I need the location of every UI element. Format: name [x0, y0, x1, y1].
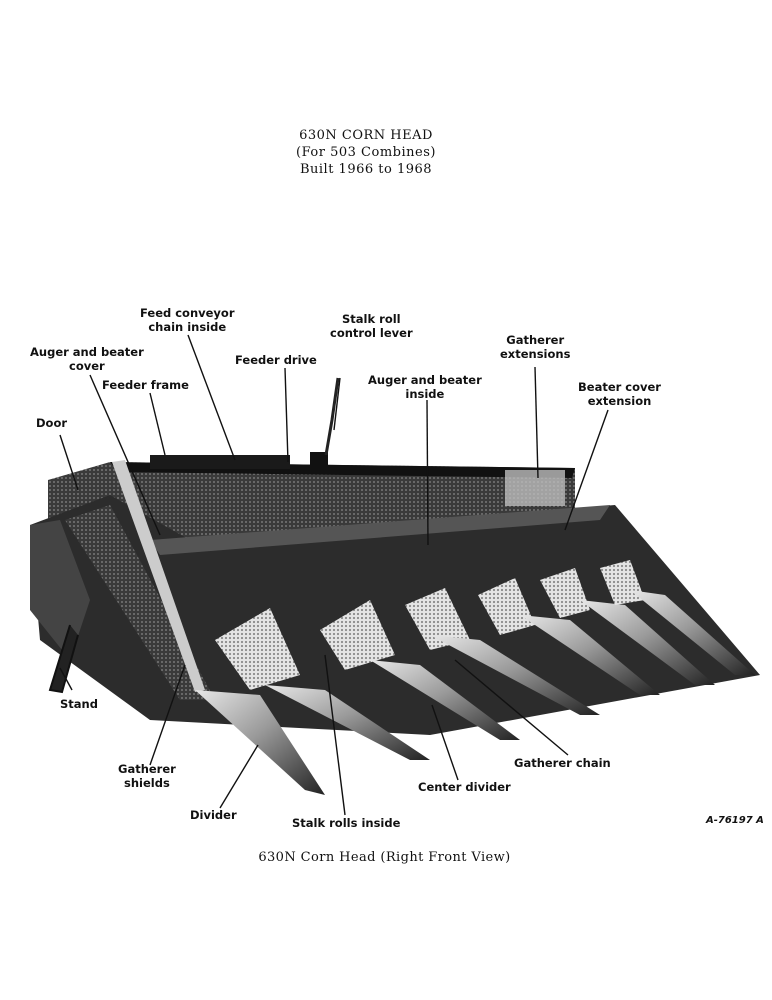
label-text: Beater cover extension — [578, 380, 661, 408]
label-text: Stand — [60, 697, 98, 711]
label-feed-conveyor: Feed conveyor chain inside — [140, 306, 235, 334]
figure-reference: A-76197 A — [706, 815, 764, 826]
label-text: Divider — [190, 808, 237, 822]
label-beater-cover-extension: Beater cover extension — [578, 380, 661, 408]
label-stand: Stand — [60, 697, 98, 711]
label-text: Gatherer chain — [514, 756, 611, 770]
left-frame-bar — [112, 460, 205, 692]
title-line-1: 630N CORN HEAD — [299, 128, 433, 143]
label-text: Feed conveyor chain inside — [140, 306, 235, 334]
caption-text: 630N Corn Head (Right Front View) — [258, 850, 511, 865]
label-stalk-rolls-inside: Stalk rolls inside — [292, 816, 400, 830]
label-gatherer-extensions: Gatherer extensions — [500, 333, 570, 361]
label-gatherer-chain: Gatherer chain — [514, 756, 611, 770]
label-divider: Divider — [190, 808, 237, 822]
label-feeder-frame: Feeder frame — [102, 378, 189, 392]
label-auger-beater-inside: Auger and beater inside — [368, 373, 482, 401]
main-body — [30, 495, 760, 735]
label-auger-beater-cover: Auger and beater cover — [30, 345, 144, 373]
label-text: Auger and beater cover — [30, 345, 144, 373]
label-feeder-drive: Feeder drive — [235, 353, 317, 367]
label-text: Gatherer extensions — [500, 333, 571, 361]
label-center-divider: Center divider — [418, 780, 511, 794]
leader-lines — [59, 334, 609, 816]
left-shield — [65, 505, 215, 700]
label-text: Gatherer shields — [118, 762, 176, 790]
label-gatherer-shields: Gatherer shields — [118, 762, 176, 790]
label-text: Feeder drive — [235, 353, 317, 367]
label-stalk-roll-lever: Stalk roll control lever — [330, 312, 413, 340]
label-text: Center divider — [418, 780, 511, 794]
label-text: Door — [36, 416, 68, 430]
title-line-2: (For 503 Combines) — [296, 145, 436, 160]
label-text: Stalk rolls inside — [292, 816, 401, 830]
label-text: Auger and beater inside — [368, 373, 482, 401]
figure-caption: 630N Corn Head (Right Front View) — [0, 850, 772, 865]
label-door: Door — [36, 416, 67, 430]
page-title: 630N CORN HEAD (For 503 Combines) Built … — [0, 127, 772, 178]
title-line-3: Built 1966 to 1968 — [299, 162, 433, 177]
stand-shape — [48, 624, 79, 694]
label-text: Stalk roll control lever — [330, 312, 413, 340]
label-text: Feeder frame — [102, 378, 189, 392]
gatherer-snouts — [195, 560, 755, 795]
